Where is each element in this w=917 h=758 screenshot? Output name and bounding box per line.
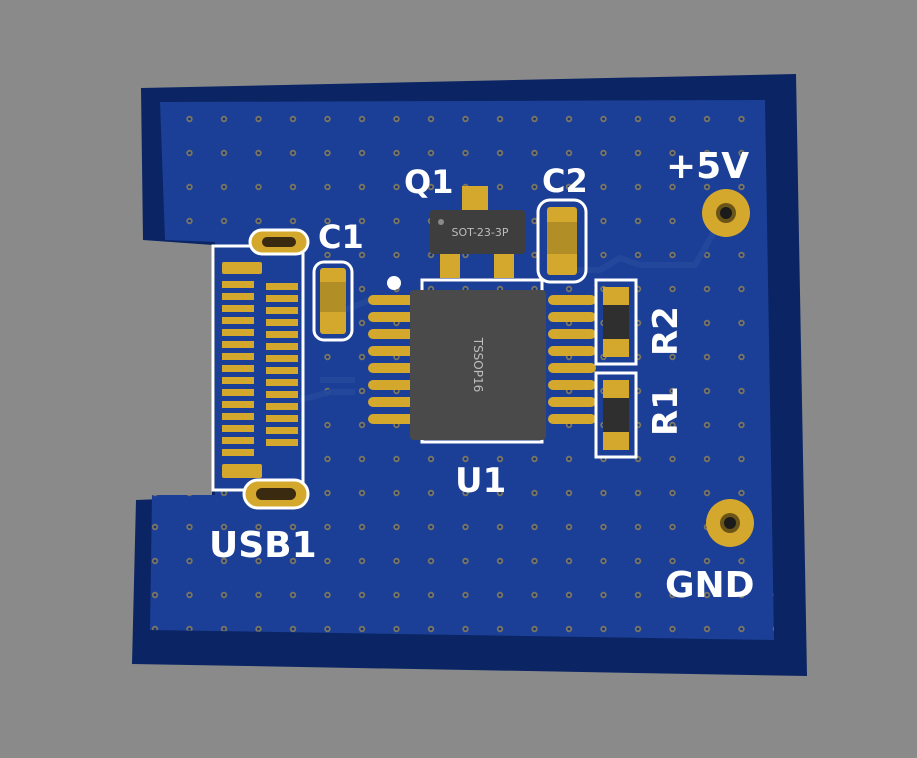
- usb1-connector: [211, 228, 310, 510]
- r2-resistor: [594, 278, 638, 366]
- q1-package-marking: SOT-23-3P: [452, 226, 509, 239]
- u1-ic: TSSOP16: [368, 276, 596, 444]
- u1-package-marking: TSSOP16: [471, 337, 485, 393]
- usb1-label: USB1: [209, 525, 317, 566]
- q1-transistor: SOT-23-3P: [430, 186, 525, 278]
- c2-label: C2: [542, 162, 588, 200]
- plus5v-pad: [702, 189, 750, 237]
- plus5v-label: +5V: [666, 146, 749, 187]
- q1-label: Q1: [404, 163, 453, 201]
- c1-capacitor: [312, 260, 354, 342]
- r1-label: R1: [646, 386, 686, 436]
- r2-label: R2: [646, 306, 686, 356]
- c2-capacitor: [536, 198, 588, 284]
- u1-label: U1: [455, 461, 506, 501]
- c1-label: C1: [318, 218, 364, 256]
- gnd-pad: [706, 499, 754, 547]
- usb1-pads-right: [266, 283, 298, 446]
- gnd-label: GND: [665, 565, 755, 606]
- r1-resistor: [594, 371, 638, 459]
- usb1-pads-left: [222, 262, 262, 478]
